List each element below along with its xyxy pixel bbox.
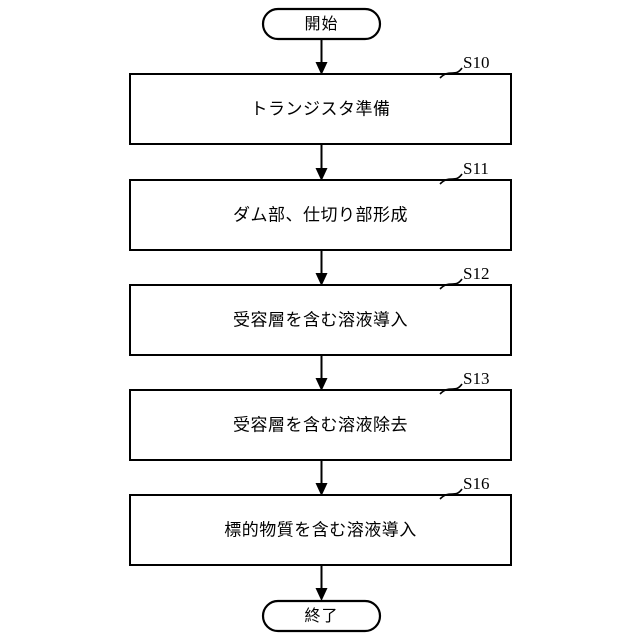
process-node-s16[interactable]: 標的物質を含む溶液導入 [129,494,512,566]
step-id-label: S11 [463,159,489,178]
process-node-s12[interactable]: 受容層を含む溶液導入 [129,284,512,356]
connector-s11-to-s12 [315,250,328,286]
connector-s10-to-s11 [315,144,328,181]
step-callout-s13: S13 [439,369,489,395]
step-callout-s10: S10 [439,53,489,79]
end-terminal-label: 終了 [304,607,338,625]
process-box [129,73,512,145]
leader-line [439,67,463,79]
connector-s12-to-s13 [315,355,328,391]
arrow-head-icon [315,273,328,286]
process-box [129,389,512,461]
arrow-head-icon [315,62,328,75]
process-node-label: ダム部、仕切り部形成 [233,205,408,224]
process-box [129,284,512,356]
arrow-head-icon [315,483,328,496]
step-id-label: S13 [463,369,489,388]
process-node-s13[interactable]: 受容層を含む溶液除去 [129,389,512,461]
step-id-label: S12 [463,264,489,283]
connector-start-to-s10 [315,39,328,75]
arrow-head-icon [315,168,328,181]
leader-line [439,278,463,290]
process-node-label: 受容層を含む溶液導入 [233,310,408,329]
end-terminal-shape [261,599,382,633]
step-id-label: S10 [463,53,489,72]
step-callout-s11: S11 [439,159,489,185]
arrow-head-icon [315,588,328,601]
step-callout-s12: S12 [439,264,489,290]
process-node-label: 受容層を含む溶液除去 [233,415,408,434]
connector-s16-to-end [315,565,328,601]
leader-line [439,173,463,185]
process-node-s10[interactable]: トランジスタ準備 [129,73,512,145]
step-id-label: S16 [463,474,489,493]
leader-line [439,488,463,500]
process-node-label: トランジスタ準備 [251,99,391,118]
end-terminal-node[interactable]: 終了 [261,599,382,633]
process-box [129,179,512,251]
leader-line [439,383,463,395]
start-terminal-label: 開始 [304,15,338,33]
process-node-s11[interactable]: ダム部、仕切り部形成 [129,179,512,251]
start-terminal-node[interactable]: 開始 [261,7,382,41]
process-node-label: 標的物質を含む溶液導入 [224,520,417,539]
arrow-head-icon [315,378,328,391]
connector-s13-to-s16 [315,460,328,496]
step-callout-s16: S16 [439,474,489,500]
